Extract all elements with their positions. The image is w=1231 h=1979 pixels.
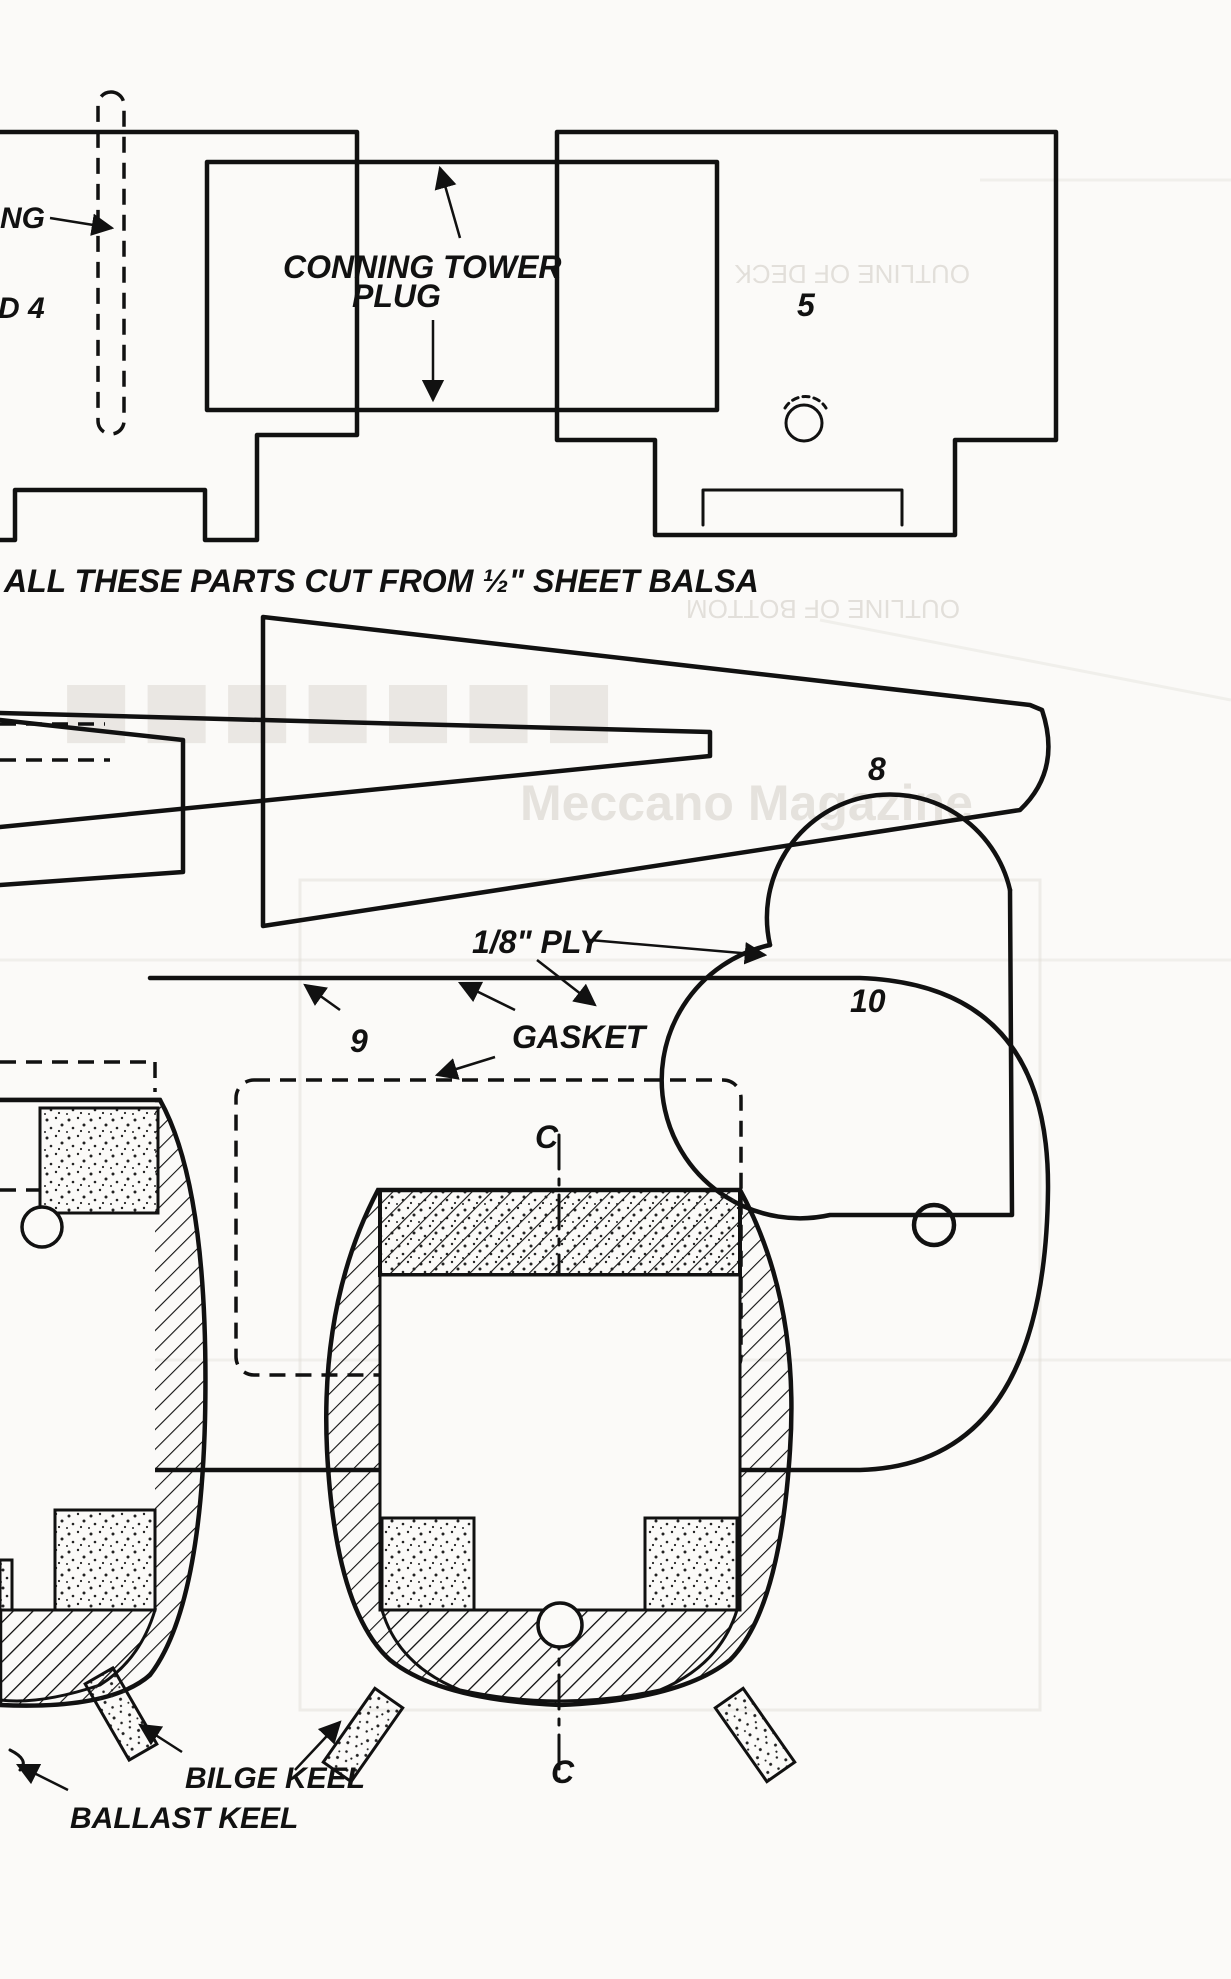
hull-section-left bbox=[0, 1060, 208, 1772]
hull-section-centre bbox=[321, 1187, 797, 1784]
part-8-outline bbox=[0, 614, 1051, 929]
label-d4: D 4 bbox=[0, 292, 45, 325]
bleed-magazine-title: Meccano Magazine bbox=[520, 775, 973, 831]
part-5-outline bbox=[554, 129, 1059, 538]
label-conning-tower: CONNING TOWER bbox=[283, 249, 562, 285]
bleed-outline-bottom: OUTLINE OF BOTTOM bbox=[686, 594, 960, 624]
dowel bbox=[96, 90, 126, 436]
label-part-8: 8 bbox=[868, 751, 886, 787]
bleed-outline-deck: OUTLINE OF DECK bbox=[734, 259, 970, 289]
label-ng: NG bbox=[0, 202, 45, 235]
label-gasket: GASKET bbox=[512, 1019, 648, 1055]
label-centre-top: C bbox=[535, 1119, 559, 1155]
part-4-outline bbox=[0, 129, 360, 543]
part-left-wedge bbox=[0, 717, 186, 888]
sheet-balsa-note: ALL THESE PARTS CUT FROM ½" SHEET BALSA bbox=[3, 563, 759, 599]
label-part-10: 10 bbox=[850, 983, 886, 1019]
label-ballast-keel: BALLAST KEEL bbox=[70, 1802, 298, 1835]
label-centre-bottom: C bbox=[551, 1754, 575, 1790]
label-ply: 1/8" PLY bbox=[472, 924, 603, 960]
label-part-5: 5 bbox=[797, 287, 816, 323]
label-bilge-keel: BILGE KEEL bbox=[185, 1762, 365, 1795]
svg-text:■■■■■■■: ■■■■■■■ bbox=[60, 642, 623, 776]
label-part-9: 9 bbox=[350, 1023, 368, 1059]
part-10 bbox=[659, 792, 1015, 1248]
conning-tower-plug bbox=[204, 159, 720, 413]
label-plug: PLUG bbox=[352, 278, 441, 314]
